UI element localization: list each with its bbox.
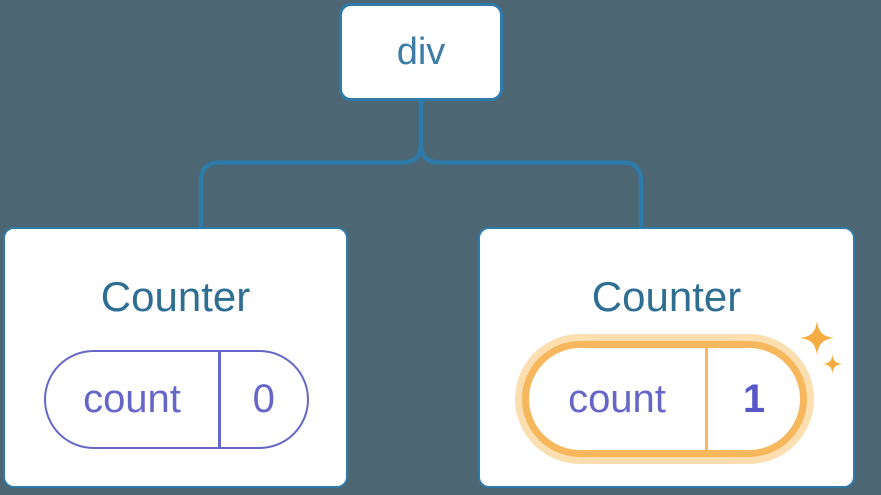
root-node-label: div [396, 30, 446, 73]
sparkle-small-icon [823, 354, 842, 374]
root-node: div [339, 3, 503, 101]
pill-divider [218, 352, 221, 447]
state-value-label: 1 [742, 376, 766, 421]
counter-card-left: Counter count 0 [3, 227, 348, 488]
state-value-label: 0 [252, 377, 275, 421]
state-key-label: count [83, 377, 181, 421]
state-pill: count 0 [44, 350, 309, 449]
connector-right-branch [418, 101, 644, 228]
component-name-label: Counter [100, 273, 251, 320]
component-name-label: Counter [591, 273, 742, 320]
counter-card-right: Counter count 1 [478, 227, 855, 488]
sparkle-stars-icon [800, 321, 842, 374]
pill-divider [705, 348, 708, 450]
connector-left-branch [198, 101, 424, 228]
state-key-label: count [568, 376, 666, 421]
sparkle-large-icon [800, 321, 834, 355]
state-pill: count 1 [522, 341, 807, 457]
